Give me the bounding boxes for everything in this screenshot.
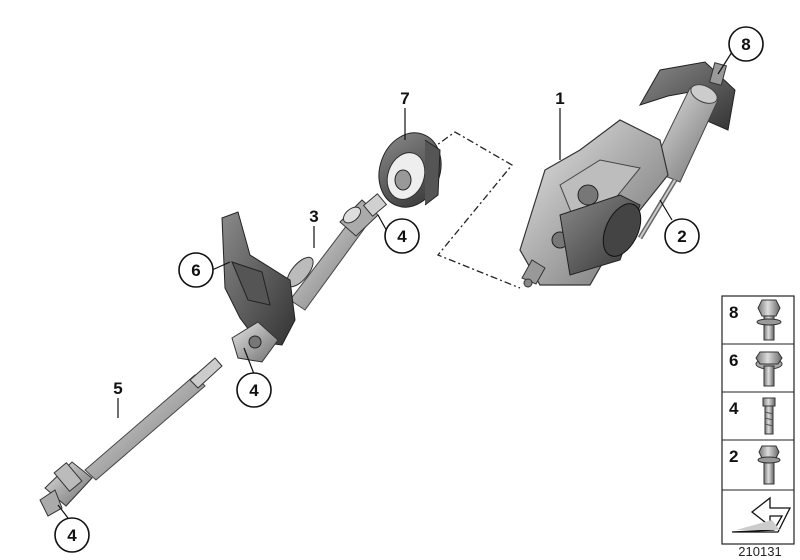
bracket (221, 211, 296, 363)
legend-item-8: 8 (729, 303, 738, 322)
lower-shaft (39, 357, 223, 517)
legend-item-6: 6 (729, 351, 738, 370)
callout-6: 6 (178, 252, 214, 288)
callout-4-upper: 4 (384, 218, 420, 254)
callout-4-middle: 4 (236, 372, 272, 408)
svg-text:4: 4 (67, 526, 77, 545)
shoulder-bolt-icon (757, 445, 781, 485)
svg-text:4: 4 (397, 227, 407, 246)
svg-text:8: 8 (741, 35, 750, 54)
svg-text:4: 4 (249, 381, 259, 400)
callout-4-lower: 4 (54, 517, 90, 553)
flange-bolt-icon (756, 299, 782, 341)
callout-2: 2 (664, 218, 700, 254)
column-boot (378, 132, 442, 208)
legend-item-4: 4 (729, 399, 739, 418)
svg-text:2: 2 (677, 227, 686, 246)
hex-bolt-icon (755, 351, 783, 387)
label-7: 7 (400, 89, 409, 108)
direction-arrow-icon (731, 496, 792, 533)
label-1: 1 (555, 89, 564, 108)
fastener-legend: 8 6 4 2 (721, 295, 795, 545)
screw-icon (762, 397, 776, 435)
steering-column-assembly (519, 61, 736, 288)
legend-item-2: 2 (729, 447, 738, 466)
intermediate-shaft (286, 193, 388, 311)
diagram-id: 210131 (738, 544, 781, 559)
dash-connector (429, 131, 521, 289)
callout-8: 8 (728, 26, 764, 62)
label-5: 5 (113, 379, 122, 398)
label-3: 3 (309, 207, 318, 226)
svg-text:6: 6 (191, 261, 200, 280)
leader-lines (57, 51, 733, 519)
